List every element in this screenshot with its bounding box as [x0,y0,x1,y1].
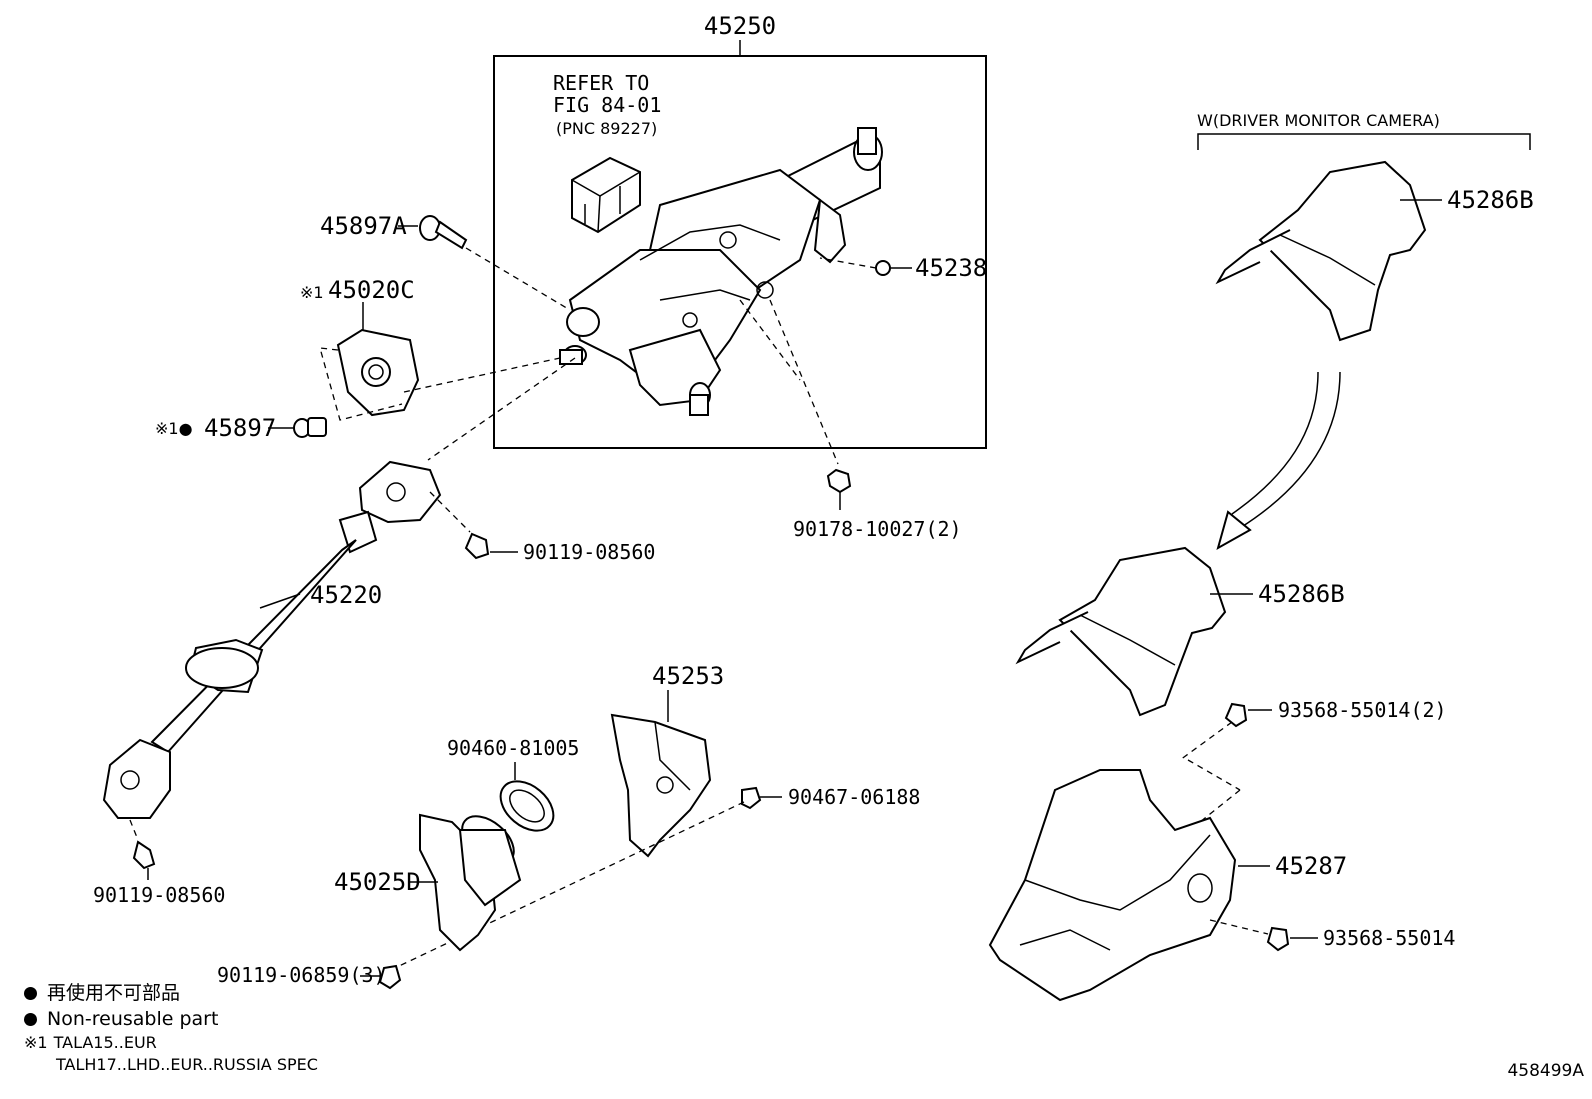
drawing-number: 458499A [1507,1061,1584,1081]
label-45897A[interactable]: 45897A [320,212,407,240]
driver-monitor-group: W(DRIVER MONITOR CAMERA) 45286B [1197,111,1534,551]
legend-note-mark: ※1 [24,1033,48,1052]
legend-note-row2: TALH17..LHD..EUR..RUSSIA SPEC [24,1054,318,1076]
column-cover [610,713,712,858]
label-45897[interactable]: 45897 [204,414,276,442]
screw [1224,702,1248,728]
label-90178[interactable]: 90178-10027(2) [793,517,962,541]
bolt [464,532,490,560]
part-45238: 45238 [819,254,987,282]
label-90119-top[interactable]: 90119-08560 [523,540,655,564]
mark-45897: ※1● [155,419,193,438]
part-90460: 90460-81005 [447,736,579,832]
part-45253: 45253 [610,662,724,858]
lower-cover [988,769,1237,1002]
label-90119-bottom[interactable]: 90119-08560 [93,883,225,907]
arrow-curve [1239,371,1341,529]
non-reusable-dot-icon [24,1012,37,1026]
refer-note-line2: FIG 84-01 [553,93,661,117]
part-45025D: 45025D [334,813,522,952]
label-93568-2[interactable]: 93568-55014(2) [1278,698,1447,722]
legend-row-en: Non-reusable part [24,1006,318,1032]
mark-45020C: ※1 [300,283,324,302]
steering-column-body [559,127,883,416]
refer-note-line1: REFER TO [553,71,649,95]
legend-row-jp: 再使用不可部品 [24,980,318,1006]
connector-part [571,156,641,234]
legend-note-row: ※1 TALA15..EUR [24,1032,318,1054]
part-45897A: 45897A [320,212,571,311]
label-45286B-mid[interactable]: 45286B [1258,580,1345,608]
part-45897: ※1● 45897 [155,414,327,442]
label-90460[interactable]: 90460-81005 [447,736,579,760]
upper-cover-top [1258,160,1427,342]
part-45286B-mid: 45286B [1015,546,1345,717]
upper-joint [358,460,442,524]
part-90178: 90178-10027(2) [739,299,962,541]
non-reusable-dot-icon [24,986,37,1000]
label-93568[interactable]: 93568-55014 [1323,926,1455,950]
part-45287: 45287 [988,759,1347,1002]
clip [875,260,891,276]
label-45287[interactable]: 45287 [1275,852,1347,880]
label-45220[interactable]: 45220 [310,581,382,609]
label-driver-monitor: W(DRIVER MONITOR CAMERA) [1197,111,1440,130]
bolt [132,840,156,870]
arrow-head [1216,510,1252,551]
part-90119-06859: 90119-06859(3) [217,963,402,990]
part-93568-2: 93568-55014(2) [1179,698,1447,761]
legend-note-line2: TALH17..LHD..EUR..RUSSIA SPEC [56,1055,318,1074]
lower-joint [102,738,171,819]
refer-note-line3: (PNC 89227) [556,119,657,138]
steering-column-group: 45250 REFER TO FIG 84-01 (PNC 89227) [493,12,987,449]
part-90119-top: 90119-08560 [429,491,655,564]
legend-jp-text: 再使用不可部品 [47,982,181,1004]
label-45238[interactable]: 45238 [915,254,987,282]
part-45220: 45220 [102,357,576,819]
part-93568: 93568-55014 [1209,919,1455,952]
nut [826,468,852,494]
seal-ring [499,780,555,832]
legend-en-text: Non-reusable part [47,1008,219,1030]
label-45253[interactable]: 45253 [652,662,724,690]
upper-cover [1058,546,1227,717]
legend-note-line1: TALA15..EUR [53,1033,157,1052]
label-45025D[interactable]: 45025D [334,868,421,896]
clip [741,786,762,810]
label-45250[interactable]: 45250 [704,12,776,40]
part-45020C: ※1 45020C [300,276,561,421]
label-45020C[interactable]: 45020C [328,276,415,304]
label-90119-06859[interactable]: 90119-06859(3) [217,963,386,987]
legend: 再使用不可部品 Non-reusable part ※1 TALA15..EUR… [24,980,318,1076]
part-90119-bottom: 90119-08560 [93,819,225,907]
screw [1266,926,1290,952]
label-45286B-top[interactable]: 45286B [1447,186,1534,214]
bolt [378,964,402,990]
label-90467[interactable]: 90467-06188 [788,785,920,809]
